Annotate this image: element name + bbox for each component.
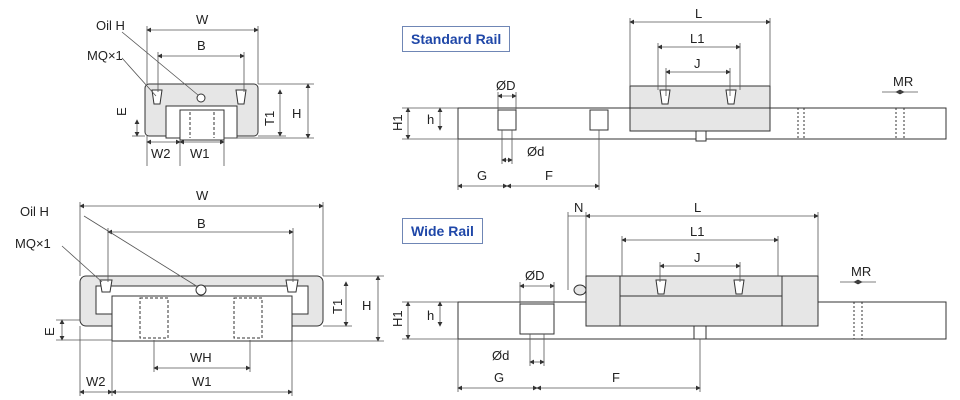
- label-h-wide: H: [362, 298, 371, 313]
- label-j-std: J: [694, 56, 701, 71]
- wide-side-view: [457, 275, 947, 340]
- label-w2-wide: W2: [86, 374, 106, 389]
- label-mq-top: MQ×1: [87, 48, 123, 63]
- label-b-top: B: [197, 38, 206, 53]
- label-l1-std: L1: [690, 31, 704, 46]
- label-d-wide: Ød: [492, 348, 509, 363]
- label-mq-wide: MQ×1: [15, 236, 51, 251]
- label-oil-h-wide: Oil H: [20, 204, 49, 219]
- label-mr-wide: MR: [851, 264, 871, 279]
- label-t1-wide: T1: [330, 299, 345, 314]
- label-wh-wide: WH: [190, 350, 212, 365]
- label-w2-top: W2: [151, 146, 171, 161]
- label-e-wide: E: [42, 327, 57, 336]
- standard-rail-title: Standard Rail: [402, 26, 511, 52]
- label-h1-wide: H1: [390, 310, 405, 327]
- label-w-top: W: [196, 12, 209, 27]
- standard-side-view: [457, 85, 947, 142]
- label-d-std: Ød: [527, 144, 544, 159]
- wide-rail-title: Wide Rail: [402, 218, 483, 244]
- label-f-wide: F: [612, 370, 620, 385]
- label-w1-top: W1: [190, 146, 210, 161]
- standard-cross-section: [144, 83, 259, 141]
- label-l1-wide: L1: [690, 224, 704, 239]
- label-l-wide: L: [694, 200, 701, 215]
- label-e-top: E: [114, 107, 129, 116]
- label-w-wide: W: [196, 188, 209, 203]
- label-oil-h-top: Oil H: [96, 18, 125, 33]
- label-od-wide: ØD: [525, 268, 545, 283]
- label-h-small-wide: h: [427, 308, 434, 323]
- label-od-std: ØD: [496, 78, 516, 93]
- label-f-std: F: [545, 168, 553, 183]
- label-n-wide: N: [574, 200, 583, 215]
- label-w1-wide: W1: [192, 374, 212, 389]
- label-t1-top: T1: [262, 111, 277, 126]
- label-b-wide: B: [197, 216, 206, 231]
- wide-cross-section: [79, 275, 324, 342]
- label-g-std: G: [477, 168, 487, 183]
- label-h-top: H: [292, 106, 301, 121]
- label-l-std: L: [695, 6, 702, 21]
- label-j-wide: J: [694, 250, 701, 265]
- label-h1-std: H1: [390, 114, 405, 131]
- label-h-small-std: h: [427, 112, 434, 127]
- label-g-wide: G: [494, 370, 504, 385]
- label-mr-std: MR: [893, 74, 913, 89]
